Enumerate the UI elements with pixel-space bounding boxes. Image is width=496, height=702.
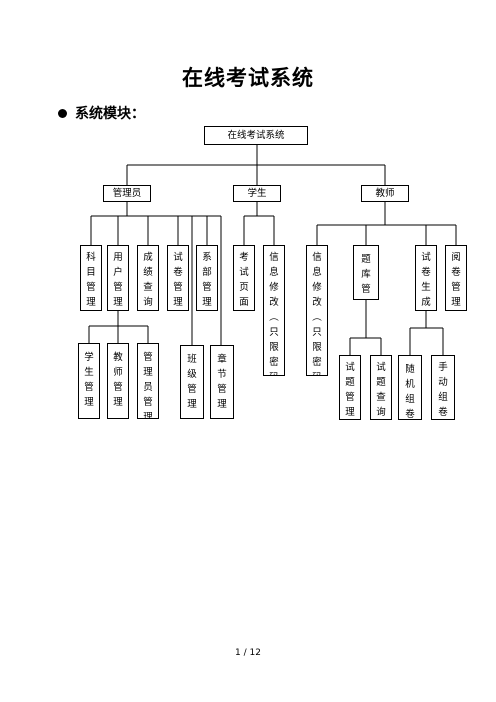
document-title: 在线考试系统 xyxy=(182,66,314,90)
node-class-management: 班级管理 xyxy=(180,345,204,419)
node-label: 在线考试系统 xyxy=(227,130,285,141)
node-label: 学生管理 xyxy=(84,352,94,408)
node-grading-management: 阅卷管理 xyxy=(445,245,467,311)
node-label: 教师 xyxy=(375,188,395,199)
node-label: 成绩查询 xyxy=(143,252,153,308)
node-random-paper: 随机组卷 xyxy=(398,355,422,420)
node-score-query: 成绩查询 xyxy=(137,245,159,311)
section-heading: 系统模块： xyxy=(58,103,145,123)
node-label: 系部管理 xyxy=(202,252,212,308)
page-number: 1 / 12 xyxy=(235,648,261,658)
node-admin: 管理员 xyxy=(103,185,151,202)
node-label: 阅卷管理 xyxy=(451,252,461,308)
node-label: 教师管理 xyxy=(113,352,123,408)
node-label: 随机组卷 xyxy=(405,364,415,420)
node-user-management: 用户管理 xyxy=(107,245,129,311)
tree-root-node: 在线考试系统 xyxy=(204,126,308,145)
node-subject-management: 科目管理 xyxy=(80,245,102,311)
node-student-management: 学生管理 xyxy=(78,343,100,419)
node-label: 试题管理 xyxy=(345,362,355,418)
node-student: 学生 xyxy=(233,185,281,202)
node-question-bank-management: 题库管理 xyxy=(353,245,379,300)
node-label: 题库管理 xyxy=(361,254,371,295)
node-label: 试卷生成 xyxy=(421,252,431,308)
node-administrator-management: 管理员管理 xyxy=(137,343,159,419)
node-chapter-management: 章节管理 xyxy=(210,345,234,419)
node-manual-paper: 手动组卷 xyxy=(431,355,455,420)
node-label: 管理员 xyxy=(112,188,142,199)
bullet-icon xyxy=(58,108,67,118)
node-label: 手动组卷 xyxy=(438,362,448,418)
node-label: 试题查询 xyxy=(376,362,386,418)
node-teacher-management: 教师管理 xyxy=(107,343,129,419)
node-label: 试卷管理 xyxy=(173,252,183,308)
node-label: 学生 xyxy=(247,188,267,199)
node-label: 章节管理 xyxy=(217,354,227,410)
node-paper-management: 试卷管理 xyxy=(167,245,189,311)
node-department-management: 系部管理 xyxy=(196,245,218,311)
node-question-management: 试题管理 xyxy=(339,355,361,420)
node-label: 科目管理 xyxy=(86,252,96,308)
node-question-query: 试题查询 xyxy=(370,355,392,420)
node-label: 班级管理 xyxy=(187,354,197,410)
node-label: 用户管理 xyxy=(113,252,123,308)
node-teacher: 教师 xyxy=(361,185,409,202)
node-label: 管理员管理 xyxy=(143,352,153,419)
node-paper-generation: 试卷生成 xyxy=(415,245,437,311)
section-heading-text: 系统模块： xyxy=(75,106,145,122)
node-exam-page: 考试页面 xyxy=(233,245,255,311)
node-label: 考试页面 xyxy=(239,252,249,308)
